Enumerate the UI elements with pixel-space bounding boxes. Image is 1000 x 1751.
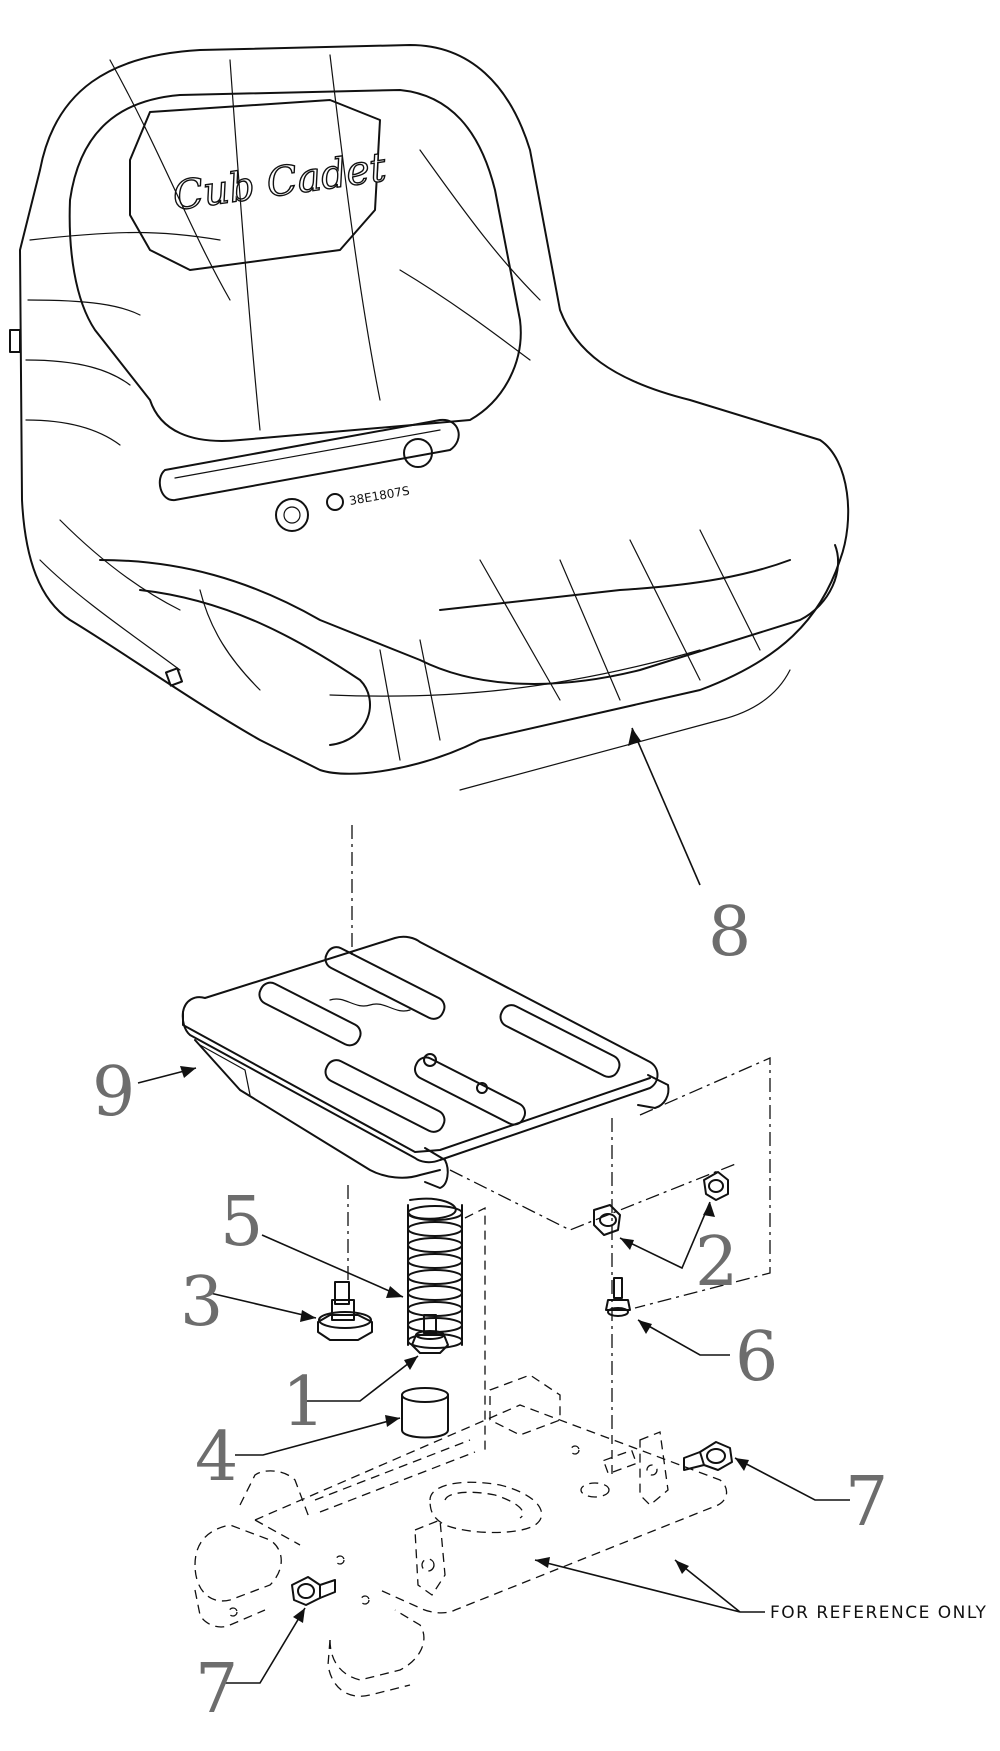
bolt-7-drawing — [291, 1441, 733, 1606]
brand-logo: Cub Cadet — [170, 144, 390, 220]
leader-6 — [637, 1319, 730, 1356]
callout-8: 8 — [708, 893, 751, 972]
callout-7b: 7 — [195, 1650, 238, 1729]
leader-5 — [261, 1234, 404, 1298]
leader-1 — [303, 1355, 419, 1402]
nut-2-drawing — [593, 1171, 729, 1236]
callout-4: 4 — [195, 1418, 238, 1497]
seat-plate-drawing — [181, 935, 670, 1189]
leader-7b — [225, 1607, 306, 1684]
leader-3 — [209, 1292, 317, 1319]
callout-3: 3 — [180, 1263, 223, 1342]
reference-note: FOR REFERENCE ONLY — [770, 1603, 987, 1623]
leader-7a — [734, 1457, 850, 1501]
leader-4 — [235, 1417, 401, 1456]
base-bracket-drawing — [194, 1374, 728, 1697]
seat-part-label: 38E1807S — [348, 484, 411, 508]
bolt-1-drawing — [411, 1314, 449, 1354]
callout-1: 1 — [282, 1363, 325, 1442]
callout-7a: 7 — [845, 1463, 888, 1542]
leader-8 — [631, 727, 701, 886]
callout-6: 6 — [735, 1318, 778, 1397]
callout-5: 5 — [220, 1183, 263, 1262]
reference-leader — [534, 1559, 765, 1613]
seat-drawing: Cub Cadet 38E1807S — [9, 44, 850, 791]
bushing-drawing — [401, 1387, 449, 1439]
spring-drawing — [407, 1197, 463, 1349]
stud-6-drawing — [605, 1277, 631, 1317]
knob-drawing — [317, 1281, 373, 1341]
callout-2: 2 — [695, 1223, 738, 1302]
leader-2 — [619, 1201, 711, 1270]
callout-9: 9 — [92, 1053, 135, 1132]
